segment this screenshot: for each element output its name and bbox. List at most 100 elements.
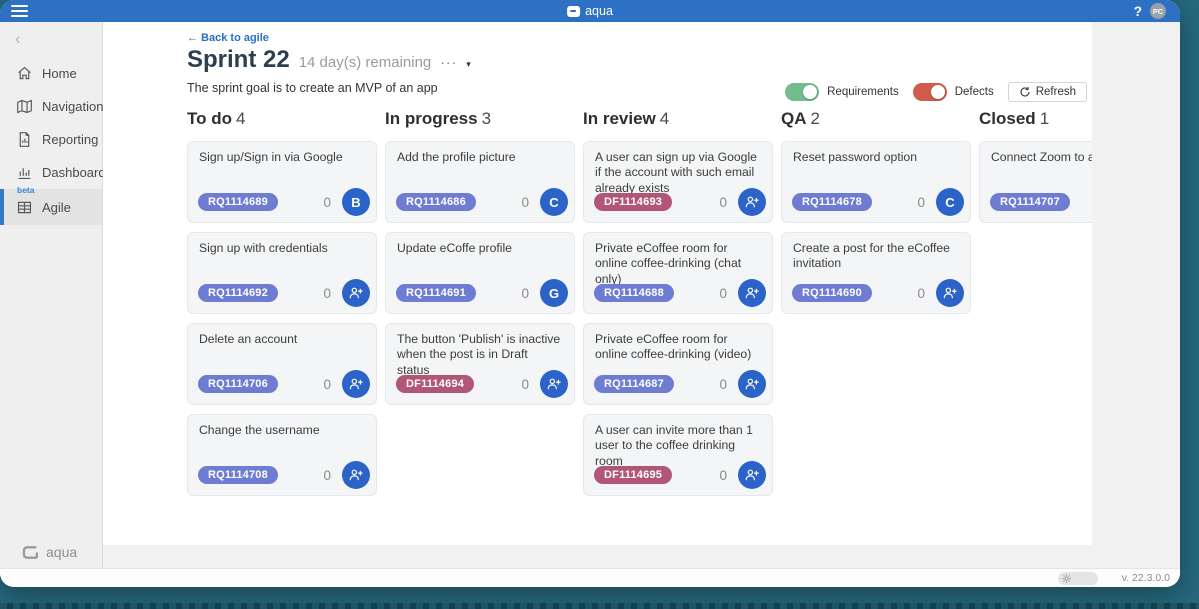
card-count: 0: [323, 194, 331, 210]
card-assignee-button[interactable]: [540, 370, 568, 398]
column-count: 2: [810, 109, 820, 128]
assign-user-icon: [745, 378, 759, 390]
sidebar-item-label: Navigation: [42, 99, 104, 114]
card-assignee-button[interactable]: [342, 279, 370, 307]
sidebar-item-label: Dashboard: [42, 165, 106, 180]
card-title: Connect Zoom to an ac: [991, 150, 1092, 164]
card-assignee-button[interactable]: B: [342, 188, 370, 216]
card-count: 0: [521, 194, 529, 210]
board-card[interactable]: A user can sign up via Google if the acc…: [583, 141, 773, 223]
assign-user-icon: [349, 287, 363, 299]
board-card[interactable]: A user can invite more than 1 user to th…: [583, 414, 773, 496]
sidebar-collapse-button[interactable]: ‹: [15, 29, 21, 48]
card-assignee-button[interactable]: [738, 279, 766, 307]
app-window: aqua ? PC ‹ Home Navigation Reporting Da…: [0, 0, 1180, 587]
column-count: 3: [481, 109, 492, 128]
card-title: Add the profile picture: [397, 150, 516, 164]
card-title: Private eCoffee room for online coffee-d…: [595, 332, 752, 362]
board-card[interactable]: Create a post for the eCoffee invitation…: [781, 232, 971, 314]
chevron-down-icon[interactable]: ▾: [466, 59, 471, 69]
brand-name: aqua: [585, 4, 613, 18]
sidebar-item-label: Agile: [42, 199, 71, 215]
card-count: 0: [719, 285, 727, 301]
sidebar-item-dashboard[interactable]: Dashboard: [0, 156, 106, 189]
card-id-badge: RQ1114692: [198, 284, 278, 302]
card-assignee-button[interactable]: [738, 370, 766, 398]
board-card[interactable]: Connect Zoom to an ac RQ1114707: [979, 141, 1092, 223]
board-card[interactable]: Private eCoffee room for online coffee-d…: [583, 323, 773, 405]
board-card[interactable]: Delete an account RQ1114706 0: [187, 323, 377, 405]
more-options-icon[interactable]: ···: [440, 54, 458, 70]
card-assignee-button[interactable]: [738, 461, 766, 489]
card-count: 0: [323, 467, 331, 483]
card-assignee-button[interactable]: [342, 370, 370, 398]
help-button[interactable]: ?: [1133, 3, 1142, 19]
chart-icon: [18, 168, 31, 180]
column-count: 4: [659, 109, 670, 128]
aqua-logo-icon: [567, 5, 581, 17]
refresh-icon: [1020, 87, 1030, 97]
board-card[interactable]: The button 'Publish' is inactive when th…: [385, 323, 575, 405]
status-bar: v. 22.3.0.0: [0, 568, 1180, 587]
board-card[interactable]: Reset password option RQ1114678 0 C: [781, 141, 971, 223]
card-id-badge: RQ1114678: [792, 193, 872, 211]
card-id-badge: RQ1114707: [990, 193, 1070, 211]
card-count: 0: [521, 376, 529, 392]
column-count: 4: [236, 109, 246, 128]
card-count: 0: [521, 285, 529, 301]
sidebar-footer-brand: aqua: [22, 544, 77, 560]
board-card[interactable]: Add the profile picture RQ1114686 0 C: [385, 141, 575, 223]
defects-toggle-label: Defects: [954, 86, 994, 98]
card-assignee-button[interactable]: [342, 461, 370, 489]
card-assignee-button[interactable]: G: [540, 279, 568, 307]
board-controls: Requirements Defects Refresh: [785, 82, 1087, 102]
card-id-badge: DF1114695: [594, 466, 673, 484]
sidebar-item-navigation[interactable]: Navigation: [0, 90, 104, 123]
board-card[interactable]: Private eCoffee room for online coffee-d…: [583, 232, 773, 314]
sidebar-item-agile[interactable]: beta Agile: [0, 185, 102, 225]
sprint-title: Sprint 22: [187, 46, 290, 73]
card-assignee-button[interactable]: [936, 279, 964, 307]
assign-user-icon: [349, 378, 363, 390]
card-title: A user can sign up via Google if the acc…: [595, 150, 757, 195]
card-id-badge: DF1114693: [594, 193, 673, 211]
refresh-button[interactable]: Refresh: [1007, 82, 1087, 102]
sidebar-item-home[interactable]: Home: [0, 57, 102, 90]
sprint-goal-text: The sprint goal is to create an MVP of a…: [187, 81, 438, 95]
assign-user-icon: [943, 287, 957, 299]
back-to-agile-link[interactable]: ← Back to agile: [187, 32, 269, 44]
card-id-badge: RQ1114686: [396, 193, 476, 211]
settings-pill[interactable]: [1057, 571, 1098, 585]
card-id-badge: RQ1114689: [198, 193, 278, 211]
card-id-badge: RQ1114706: [198, 375, 278, 393]
card-title: Change the username: [199, 423, 320, 437]
main-panel: ← Back to agile Sprint 22 14 day(s) rema…: [103, 22, 1092, 545]
card-id-badge: RQ1114688: [594, 284, 674, 302]
hamburger-menu-icon[interactable]: [11, 5, 28, 17]
card-assignee-button[interactable]: C: [936, 188, 964, 216]
board-card[interactable]: Update eCoffe profile RQ1114691 0 G: [385, 232, 575, 314]
card-assignee-button[interactable]: [738, 188, 766, 216]
desktop-background-strip: [0, 603, 1199, 609]
user-avatar[interactable]: PC: [1150, 3, 1166, 19]
sidebar-item-reporting[interactable]: Reporting: [0, 123, 102, 156]
card-title: Private eCoffee room for online coffee-d…: [595, 241, 742, 286]
requirements-toggle[interactable]: [785, 83, 820, 101]
card-assignee-button[interactable]: C: [540, 188, 568, 216]
card-count: 0: [917, 285, 925, 301]
grid-icon: [17, 201, 32, 213]
sidebar-item-label: Reporting: [42, 132, 99, 147]
card-title: Update eCoffe profile: [397, 241, 512, 255]
board-card[interactable]: Change the username RQ1114708 0: [187, 414, 377, 496]
assign-user-icon: [547, 378, 561, 390]
board-card[interactable]: Sign up with credentials RQ1114692 0: [187, 232, 377, 314]
board-card[interactable]: Sign up/Sign in via Google RQ1114689 0 B: [187, 141, 377, 223]
defects-toggle[interactable]: [912, 83, 947, 101]
card-title: Sign up/Sign in via Google: [199, 150, 343, 164]
